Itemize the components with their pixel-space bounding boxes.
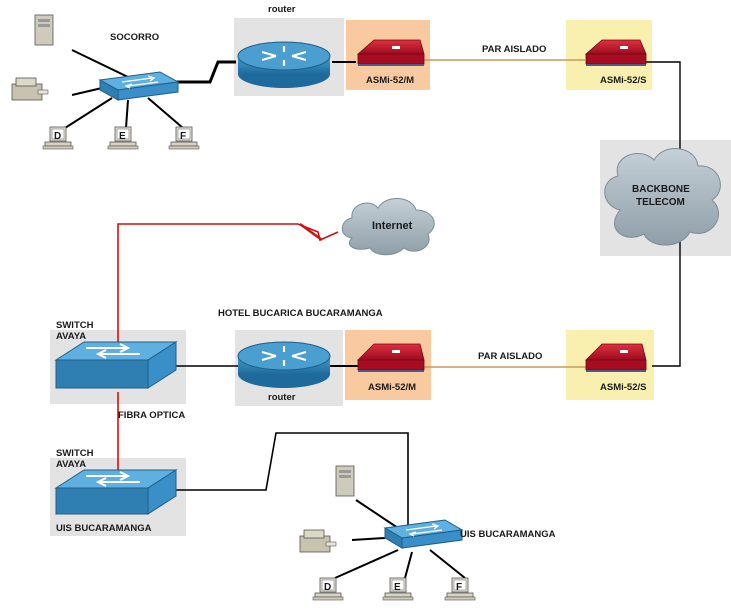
asmi-m-top-label: ASMi-52/M	[366, 75, 414, 86]
socorro-switch-icon	[98, 71, 180, 101]
connection-lines	[64, 49, 681, 579]
asmi-s-top-icon	[584, 39, 647, 66]
switch-avaya-1-label-line2: AVAYA	[56, 331, 86, 342]
printer-icon	[11, 77, 49, 101]
switch-avaya-2-label-line2: AVAYA	[56, 459, 86, 470]
uis-right-label: UIS BUCARAMANGA	[460, 529, 556, 540]
terminal-letter: D	[54, 131, 61, 142]
backbone-label-line1: BACKBONE	[632, 184, 690, 195]
terminal-letter: F	[456, 582, 462, 593]
backbone-label-line2: TELECOM	[636, 197, 685, 208]
switch-avaya-1-label-line1: SWITCH	[56, 320, 94, 331]
router-bottom-label: router	[268, 392, 296, 403]
terminal-f-bottom: F	[444, 577, 476, 601]
par-aislado-top-label: PAR AISLADO	[482, 44, 546, 55]
asmi-s-bottom-label: ASMi-52/S	[600, 382, 646, 393]
switch-avaya-2-icon	[54, 469, 178, 515]
asmi-m-bottom-icon	[357, 343, 425, 372]
backbone-cloud-icon	[604, 148, 721, 246]
terminal-e-top: E	[107, 126, 139, 150]
internet-cloud-icon	[341, 198, 435, 256]
terminal-letter: F	[180, 131, 186, 142]
switch-avaya-2-label-line1: SWITCH	[56, 448, 94, 459]
asmi-s-bottom-icon	[585, 343, 647, 372]
hotel-label: HOTEL BUCARICA BUCARAMANGA	[218, 308, 383, 319]
router-top-label: router	[268, 4, 296, 15]
router-bottom-icon	[237, 341, 331, 388]
fibra-optica-label: FIBRA OPTICA	[118, 410, 185, 421]
terminal-letter: D	[324, 582, 331, 593]
uis-switch-icon	[383, 519, 464, 549]
asmi-m-bottom-label: ASMi-52/M	[368, 382, 416, 393]
server-tower-icon	[34, 14, 54, 46]
switch-avaya-1-icon	[54, 341, 178, 389]
terminal-d-top: D	[42, 126, 74, 150]
printer-icon	[299, 529, 337, 553]
server-tower-icon	[335, 465, 355, 497]
terminal-f-top: F	[168, 126, 200, 150]
terminal-e-bottom: E	[382, 577, 414, 601]
terminal-d-bottom: D	[312, 577, 344, 601]
router-top-icon	[237, 41, 331, 88]
uis-left-label: UIS BUCARAMANGA	[56, 523, 152, 534]
socorro-label: SOCORRO	[110, 32, 159, 43]
asmi-s-top-label: ASMi-52/S	[600, 75, 646, 86]
par-aislado-bottom-label: PAR AISLADO	[478, 351, 542, 362]
terminal-letter: E	[394, 582, 401, 593]
terminal-letter: E	[119, 131, 126, 142]
internet-label: Internet	[372, 220, 413, 232]
asmi-m-top-icon	[356, 39, 425, 66]
